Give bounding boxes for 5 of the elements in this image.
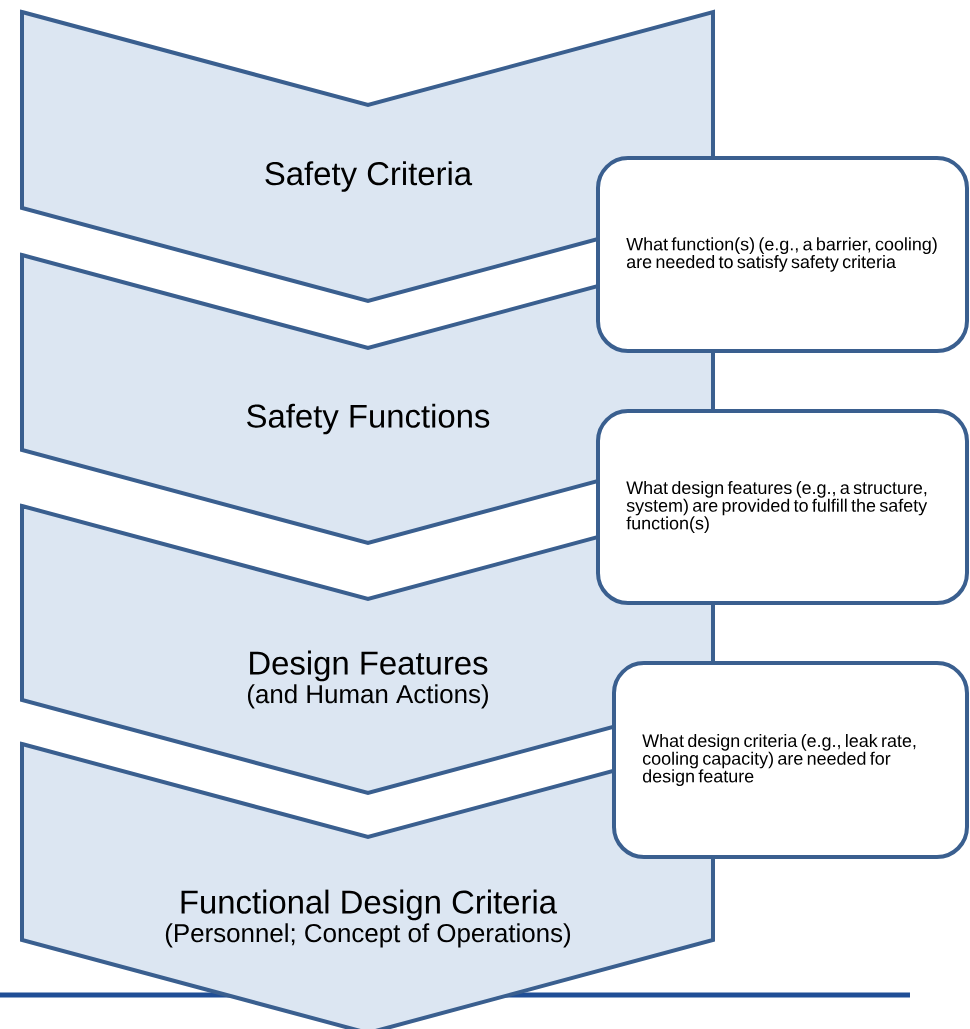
callout-box: What design criteria (e.g., leak rate, cooling capacity) are needed for design feature	[612, 661, 969, 859]
node-label: Functional Design Criteria	[181, 889, 558, 921]
callout-box: What design features (e.g., a structure, system) are provided to fulfill the safety function(s)	[596, 409, 969, 605]
callout-box: What function(s) (e.g., a barrier, cooling) are needed to satisfy safety criteria	[596, 156, 969, 353]
node-label: (Personnel; Concept of Operations)	[165, 923, 571, 948]
